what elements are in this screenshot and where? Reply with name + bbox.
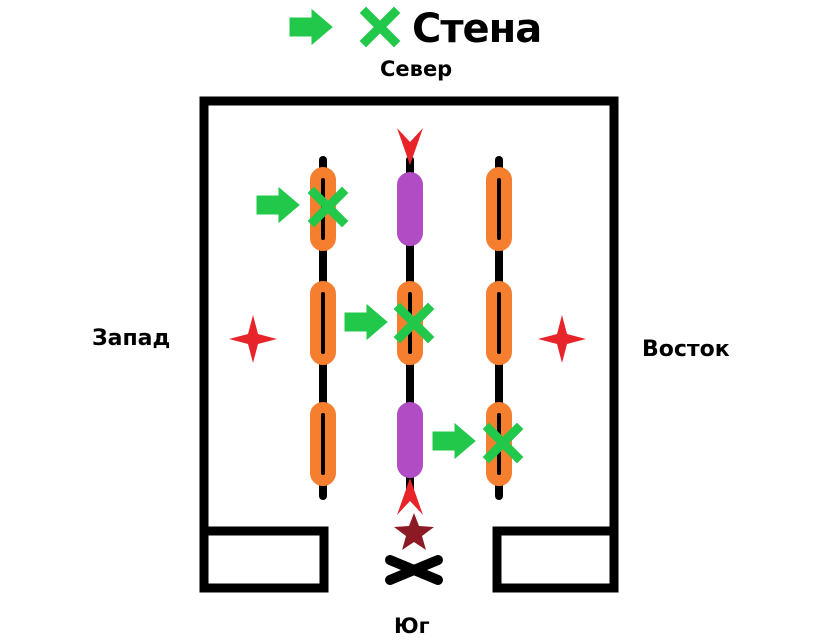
red-star-west [229, 315, 277, 363]
red-star-east [538, 315, 586, 363]
dark-red-star [394, 513, 434, 550]
west-label: Запад [92, 326, 171, 351]
purple-pill [397, 172, 423, 246]
north-label: Север [380, 57, 453, 81]
entrance-x-icon [385, 555, 443, 585]
arena-wall [199, 96, 619, 593]
red-arrowhead-bottom [397, 478, 423, 515]
south-label: Юг [394, 614, 430, 638]
east-label: Восток [642, 337, 730, 362]
legend-wall-icon [289, 10, 394, 44]
legend-label: Стена [412, 6, 542, 52]
red-arrowhead-top [397, 128, 423, 165]
purple-pill [397, 402, 423, 478]
